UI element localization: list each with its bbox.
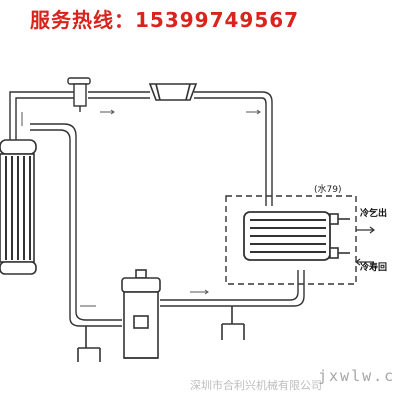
compressor-terminal-box — [133, 315, 149, 329]
hotline-text: 服务热线：15399749567 — [30, 4, 299, 33]
watermark-company: 深圳市合利兴机械有限公司 — [190, 378, 322, 392]
compressor-body — [123, 291, 159, 359]
compressor-cap — [121, 277, 161, 293]
evaporator-unit — [225, 195, 375, 285]
compressor-unit — [121, 269, 161, 359]
evaporator-frame — [225, 195, 357, 285]
ground-symbol-left — [77, 326, 101, 362]
hotline-number: 15399749567 — [135, 8, 300, 32]
watermark-domain: jxwlw.c — [318, 367, 395, 385]
pipe-top-right — [194, 91, 273, 206]
filter-drier — [67, 77, 91, 112]
watermark: 深圳市合利兴机械有限公司 jxwlw.c — [190, 367, 395, 392]
outlet-label: 冷乞出 — [360, 207, 387, 219]
inlet-label: 冷寿回 — [360, 261, 387, 273]
sight-glass — [148, 83, 198, 101]
water-arrows — [355, 226, 375, 266]
evaporator-frame-note: (水79) — [314, 183, 341, 195]
condenser-footer — [0, 261, 37, 275]
evaporator-tubes — [250, 219, 326, 253]
ground-symbol-right — [221, 306, 245, 340]
condenser-header — [0, 139, 37, 155]
refrigerant-piping — [9, 91, 305, 327]
pipe-top-left — [9, 91, 76, 140]
condenser-unit — [0, 139, 37, 275]
condenser-tubes — [5, 156, 31, 260]
pipe-bottom-right — [160, 270, 299, 301]
water-ports — [329, 213, 350, 259]
flow-marks — [21, 109, 261, 307]
ground-symbols — [77, 306, 245, 362]
pipe-left-return — [30, 129, 122, 327]
hotline-label: 服务热线： — [30, 8, 135, 32]
